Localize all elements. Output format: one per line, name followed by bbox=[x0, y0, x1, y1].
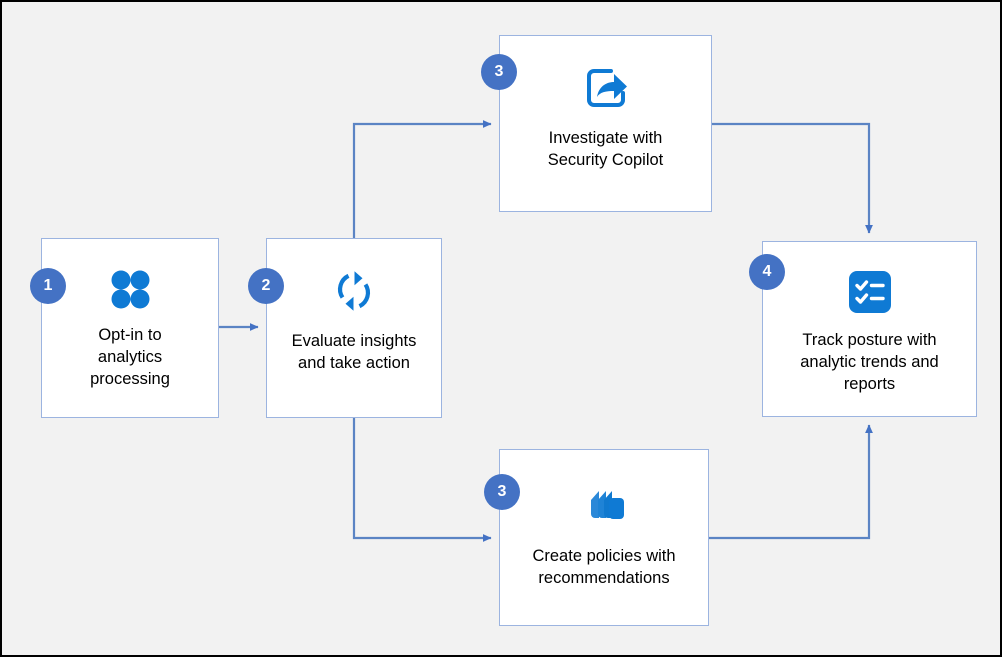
step-badge-4: 4 bbox=[749, 254, 785, 290]
connector-node3a-to-node4 bbox=[712, 122, 873, 234]
connector-node2-to-node3b bbox=[352, 418, 492, 542]
step-badge-3-policies: 3 bbox=[484, 474, 520, 510]
node-label: Investigate with Security Copilot bbox=[547, 129, 664, 169]
node-create-policies-with-recommendations[interactable]: Create policies with recommendations bbox=[499, 449, 709, 626]
connector-node2-to-node3a bbox=[352, 120, 492, 238]
step-badge-3-investigate: 3 bbox=[481, 54, 517, 90]
step-badge-2: 2 bbox=[248, 268, 284, 304]
share-export-icon bbox=[578, 60, 634, 116]
node-investigate-with-security-copilot[interactable]: Investigate with Security Copilot bbox=[499, 35, 712, 212]
node-opt-in-to-analytics-processing[interactable]: Opt-in to analytics processing bbox=[41, 238, 219, 418]
node-label: Create policies with recommendations bbox=[532, 547, 676, 587]
checklist-icon bbox=[842, 264, 898, 320]
node-label: Track posture with analytic trends and r… bbox=[800, 331, 939, 393]
node-track-posture-with-analytic-trends-and-reports[interactable]: Track posture with analytic trends and r… bbox=[762, 241, 977, 417]
refresh-sync-icon bbox=[326, 263, 382, 319]
node-label: Evaluate insights and take action bbox=[291, 332, 417, 372]
node-label: Opt-in to analytics processing bbox=[90, 326, 170, 388]
node-evaluate-insights-and-take-action[interactable]: Evaluate insights and take action bbox=[266, 238, 442, 418]
layers-stack-icon bbox=[576, 478, 632, 534]
four-dots-grid-icon bbox=[102, 261, 158, 317]
connector-node3b-to-node4 bbox=[709, 424, 873, 540]
step-badge-1: 1 bbox=[30, 268, 66, 304]
